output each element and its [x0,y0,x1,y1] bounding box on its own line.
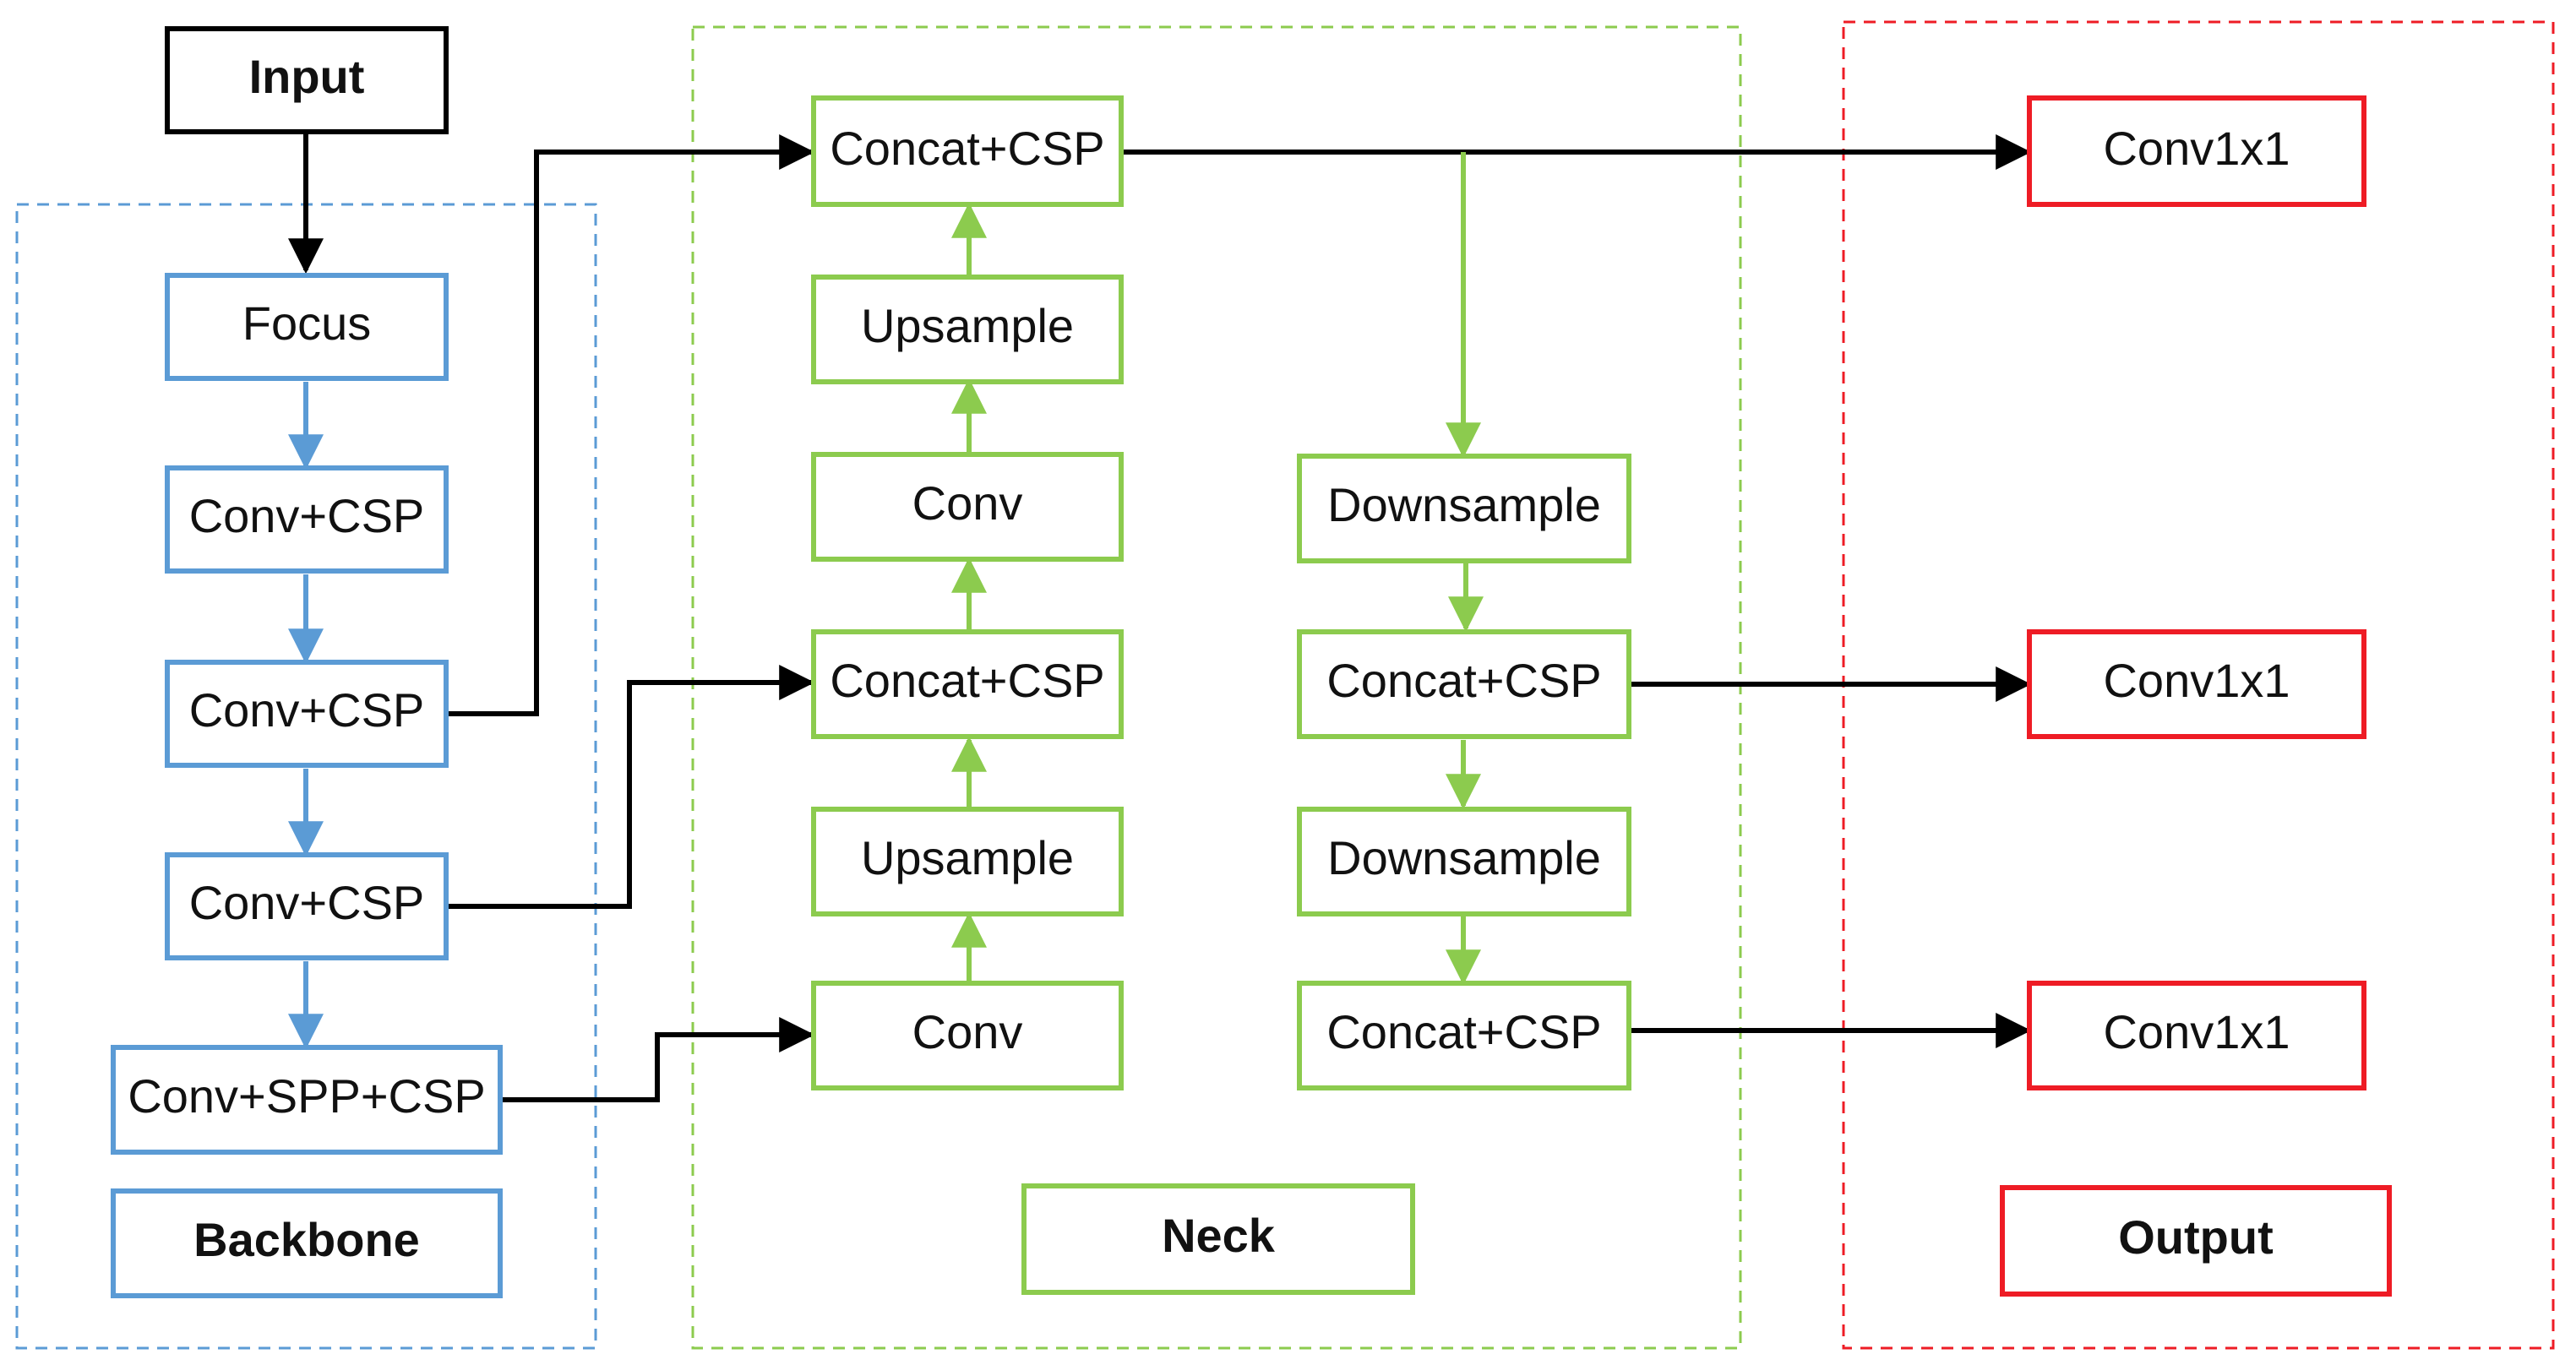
output-title: Output [2118,1210,2273,1264]
arrow-conv3-to-neck-concat-mid [446,665,815,909]
arrow-spp-to-neck-conv [500,1017,815,1102]
backbone-node-conv-spp-csp: Conv+SPP+CSP [111,1045,503,1155]
neck-node-label: Concat+CSP [830,654,1104,707]
neck-node-label: Concat+CSP [1326,1005,1601,1058]
neck-node-conv-bottom: Conv [811,981,1124,1090]
backbone-node-conv-csp-3: Conv+CSP [165,852,449,960]
output-node-conv1x1-bottom: Conv1x1 [2027,981,2366,1090]
arrow-conv2-to-neck-concat-top [446,134,815,716]
neck-node-upsample-top: Upsample [811,275,1124,384]
backbone-node-label: Conv+CSP [189,489,425,542]
backbone-node-label: Conv+CSP [189,876,425,929]
neck-title-box: Neck [1021,1183,1415,1295]
output-node-label: Conv1x1 [2103,1005,2290,1058]
output-node-label: Conv1x1 [2103,654,2290,707]
backbone-node-conv-csp-2: Conv+CSP [165,660,449,768]
neck-node-label: Conv [912,476,1023,530]
output-title-box: Output [2000,1185,2392,1297]
neck-node-label: Upsample [861,299,1074,352]
neck-group [691,25,1742,1350]
backbone-title: Backbone [193,1213,420,1266]
neck-node-concat-csp-mid: Concat+CSP [811,629,1124,739]
backbone-node-label: Focus [242,296,372,350]
neck-node-concat-csp-right-mid: Concat+CSP [1297,629,1631,739]
neck-node-downsample-top: Downsample [1297,454,1631,563]
backbone-node-label: Conv+SPP+CSP [128,1069,485,1123]
neck-node-label: Downsample [1327,478,1601,531]
backbone-node-conv-csp-1: Conv+CSP [165,465,449,574]
input-node: Input [165,26,449,134]
neck-node-label: Downsample [1327,831,1601,884]
backbone-node-label: Conv+CSP [189,683,425,737]
neck-node-upsample-bottom: Upsample [811,807,1124,916]
output-node-conv1x1-top: Conv1x1 [2027,95,2366,207]
neck-node-downsample-bottom: Downsample [1297,807,1631,916]
input-label: Input [249,50,365,103]
neck-node-concat-csp-right-bottom: Concat+CSP [1297,981,1631,1090]
backbone-node-focus: Focus [165,273,449,381]
neck-node-label: Upsample [861,831,1074,884]
neck-title: Neck [1162,1209,1276,1262]
output-node-conv1x1-mid: Conv1x1 [2027,629,2366,739]
neck-node-label: Conv [912,1005,1023,1058]
neck-node-conv-top: Conv [811,452,1124,562]
backbone-title-box: Backbone [111,1188,503,1298]
neck-node-label: Concat+CSP [1326,654,1601,707]
neck-node-label: Concat+CSP [830,122,1104,175]
output-node-label: Conv1x1 [2103,122,2290,175]
neck-node-concat-csp-top: Concat+CSP [811,95,1124,207]
